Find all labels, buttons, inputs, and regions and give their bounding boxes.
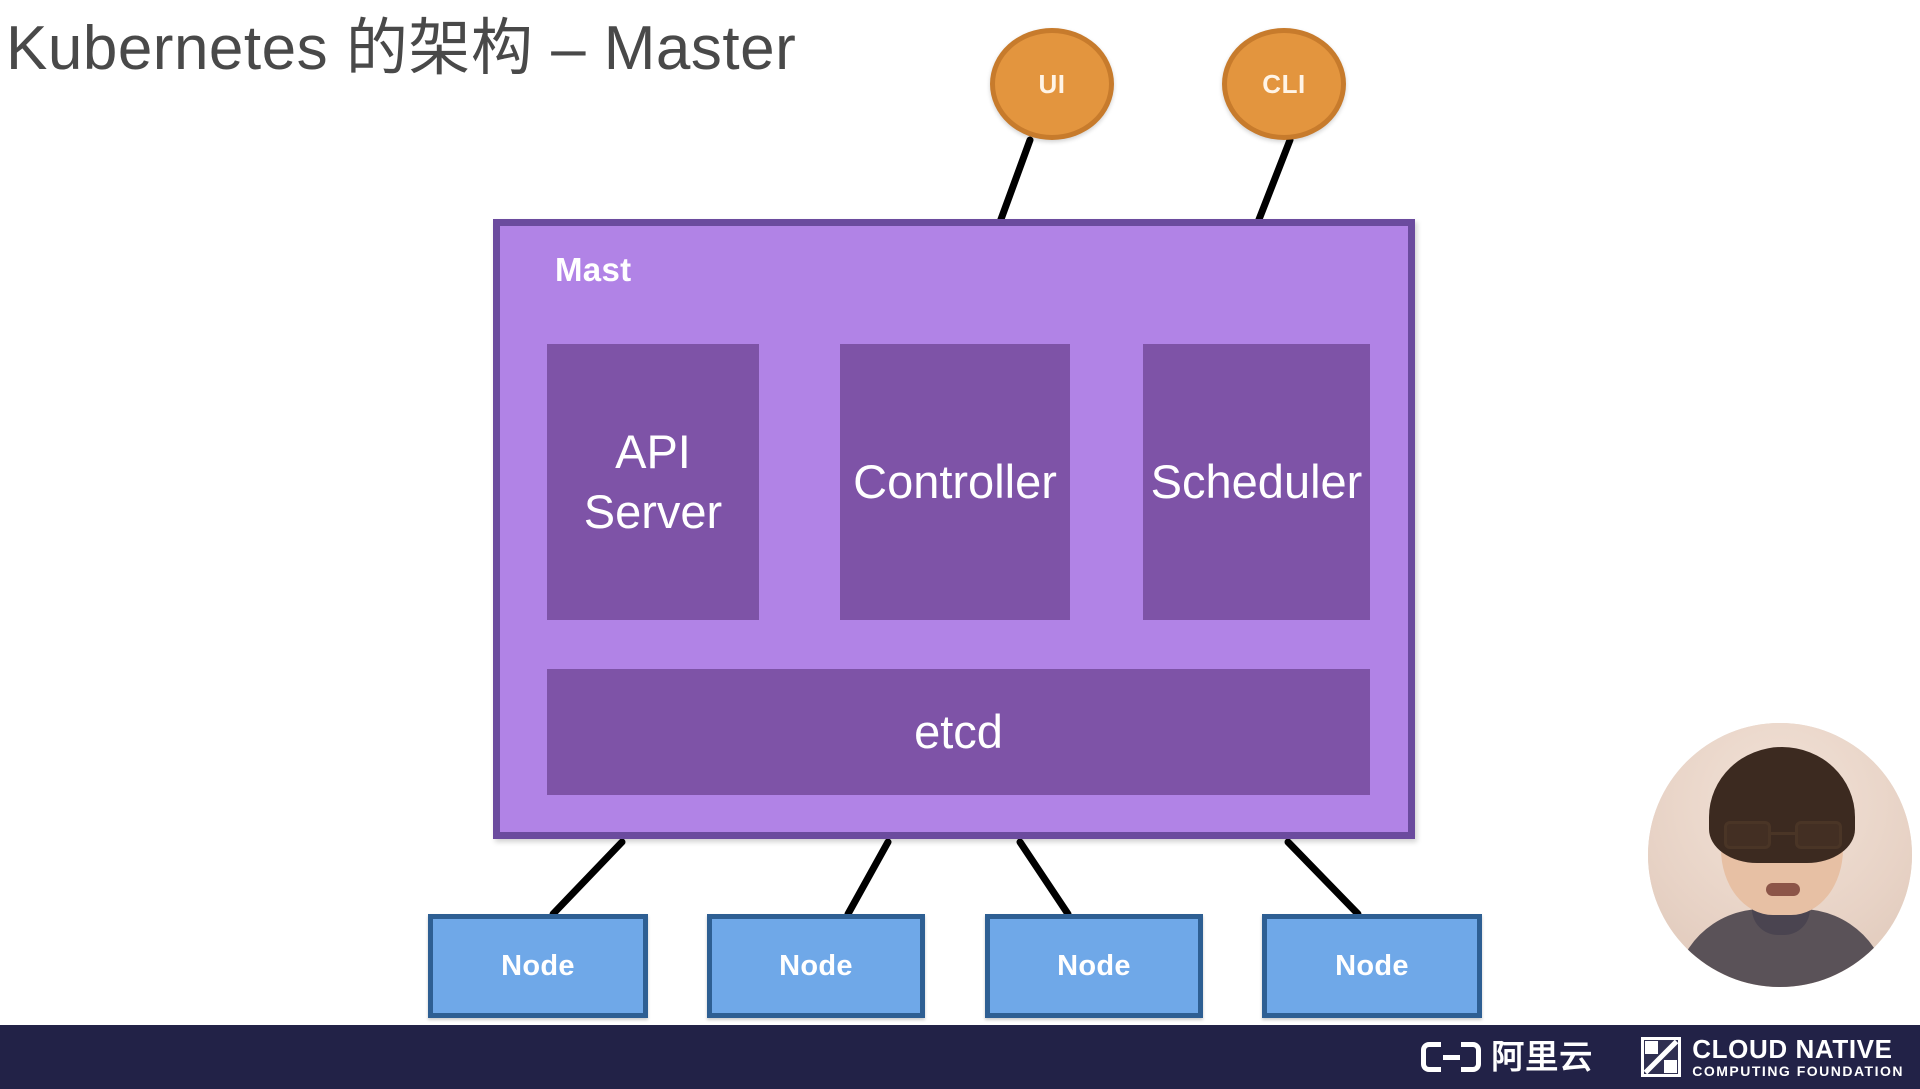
master-container[interactable]: Mast API Server Controller Scheduler etc… [493, 219, 1415, 839]
cncf-corner-top-left [1645, 1041, 1659, 1054]
component-etcd-label: etcd [914, 705, 1003, 758]
connector-master-to-node-3 [1016, 838, 1072, 918]
connector-master-to-node-2 [844, 838, 892, 918]
worker-node-1[interactable]: Node [428, 914, 648, 1018]
glasses-icon [1724, 821, 1842, 849]
cncf-line-2: COMPUTING FOUNDATION [1692, 1063, 1904, 1079]
cncf-wordmark: CLOUD NATIVE COMPUTING FOUNDATION [1692, 1036, 1904, 1078]
component-api-server-label: API Server [583, 425, 723, 538]
connector-ui-to-master [996, 136, 1034, 226]
page-title: Kubernetes 的架构 – Master [6, 14, 797, 83]
aliyun-bracket-right [1461, 1042, 1482, 1072]
component-scheduler-label: Scheduler [1150, 455, 1363, 508]
webcam-person-hair [1709, 747, 1855, 863]
worker-node-2[interactable]: Node [707, 914, 925, 1018]
glasses-bridge [1771, 832, 1795, 835]
aliyun-wordmark: 阿里云 [1491, 1038, 1594, 1075]
connector-cli-to-master [1254, 136, 1294, 226]
aliyun-bracket-left [1421, 1042, 1442, 1072]
client-node-ui-label: UI [1038, 68, 1066, 99]
worker-node-3[interactable]: Node [985, 914, 1203, 1018]
worker-node-1-label: Node [501, 949, 575, 982]
aliyun-dash [1443, 1055, 1461, 1060]
webcam-person-mouth [1766, 883, 1800, 896]
presenter-webcam[interactable] [1648, 723, 1912, 987]
client-node-cli-label: CLI [1262, 68, 1306, 99]
component-controller-label: Controller [853, 455, 1057, 508]
glasses-lens-right [1795, 821, 1842, 849]
cncf-mark-icon [1641, 1037, 1682, 1077]
connector-master-to-node-1 [549, 838, 626, 918]
component-controller[interactable]: Controller [840, 344, 1070, 620]
sponsor-bar: 阿里云 CLOUD NATIVE COMPUTING FOUNDATION [0, 1025, 1920, 1089]
master-label: Mast [555, 251, 632, 288]
cncf-logo: CLOUD NATIVE COMPUTING FOUNDATION [1641, 1036, 1904, 1078]
glasses-lens-left [1724, 821, 1771, 849]
connector-master-to-node-4 [1284, 838, 1362, 918]
worker-node-3-label: Node [1057, 949, 1131, 982]
aliyun-bracket-icon [1421, 1040, 1482, 1074]
cncf-corner-bottom-right [1664, 1060, 1678, 1073]
component-scheduler[interactable]: Scheduler [1143, 344, 1370, 620]
aliyun-logo: 阿里云 [1421, 1040, 1593, 1074]
cncf-line-1: CLOUD NATIVE [1692, 1034, 1893, 1064]
client-node-ui[interactable]: UI [990, 28, 1114, 140]
worker-node-4[interactable]: Node [1262, 914, 1482, 1018]
worker-node-2-label: Node [779, 949, 853, 982]
worker-node-4-label: Node [1335, 949, 1409, 982]
component-etcd[interactable]: etcd [547, 669, 1370, 795]
component-api-server[interactable]: API Server [547, 344, 759, 620]
client-node-cli[interactable]: CLI [1222, 28, 1346, 140]
